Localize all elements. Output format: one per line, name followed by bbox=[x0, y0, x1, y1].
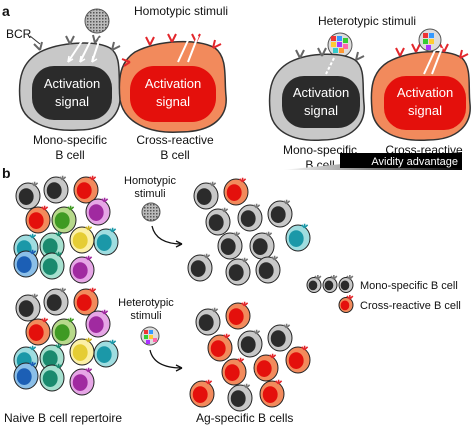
ag-specific-b-cell bbox=[249, 231, 275, 260]
cross-reactive-cell-a1: Activation signal bbox=[118, 33, 227, 133]
naive-b-cell bbox=[15, 181, 41, 210]
activation-signal-text: signal bbox=[156, 94, 190, 109]
legend-mono-swatch bbox=[322, 275, 338, 294]
naive-b-cell bbox=[69, 255, 95, 284]
ag-specific-b-cell bbox=[237, 329, 263, 358]
ag-specific-b-cell bbox=[259, 379, 285, 408]
ag-specific-b-cell bbox=[189, 379, 215, 408]
ag-specific-label: Ag-specific B cells bbox=[196, 411, 293, 425]
heterotypic-stimuli-label: stimuli bbox=[130, 310, 161, 322]
naive-b-cell bbox=[25, 317, 51, 346]
activation-signal-text: signal bbox=[55, 94, 89, 109]
cross-reactive-label-a1: B cell bbox=[160, 148, 189, 162]
ag-specific-b-cell bbox=[225, 301, 251, 330]
ag-specific-b-cell bbox=[195, 307, 221, 336]
naive-b-cell bbox=[43, 175, 69, 204]
mono-specific-cell-a2: Activation signal bbox=[268, 47, 365, 141]
heterotypic-stimuli-label: Heterotypic bbox=[118, 297, 174, 309]
legend-cross-label: Cross-reactive B cell bbox=[360, 300, 461, 312]
ag-specific-b-cell bbox=[193, 181, 219, 210]
ag-specific-b-cell bbox=[227, 383, 253, 412]
legend-mono-swatch bbox=[306, 275, 322, 294]
activation-signal-text: Activation bbox=[145, 76, 201, 91]
activation-signal-text: Activation bbox=[293, 85, 349, 100]
naive-b-cell bbox=[85, 197, 111, 226]
ag-specific-b-cell bbox=[207, 333, 233, 362]
naive-b-cell bbox=[93, 227, 119, 256]
mono-specific-label-a1: B cell bbox=[55, 148, 84, 162]
ag-specific-b-cell bbox=[187, 253, 213, 282]
ag-specific-b-cell bbox=[267, 323, 293, 352]
naive-b-cell bbox=[85, 309, 111, 338]
naive-b-cell bbox=[69, 337, 95, 366]
naive-b-cell bbox=[69, 225, 95, 254]
naive-b-cell bbox=[51, 317, 77, 346]
homotypic-arrow bbox=[151, 225, 183, 245]
ag-specific-b-cell bbox=[217, 231, 243, 260]
homotypic-antigen-icon bbox=[84, 8, 110, 34]
cross-reactive-cell-a2: Activation signal bbox=[370, 28, 471, 141]
activation-signal-text: signal bbox=[304, 103, 338, 118]
legend bbox=[306, 275, 354, 314]
ag-specific-b-cell bbox=[255, 255, 281, 284]
heterotypic-antigen-icon bbox=[327, 32, 353, 58]
bcr-pointer bbox=[29, 35, 41, 45]
ag-specific-b-cell bbox=[267, 199, 293, 228]
homotypic-stimuli-label: Homotypic bbox=[124, 175, 176, 187]
ag-specific-b-cell bbox=[237, 203, 263, 232]
ag-specific-b-cell bbox=[285, 223, 311, 252]
activation-signal-text: Activation bbox=[44, 76, 100, 91]
naive-b-cell bbox=[51, 205, 77, 234]
ag-specific-b-cell bbox=[225, 257, 251, 286]
naive-b-cell bbox=[43, 287, 69, 316]
avidity-label: Avidity advantage bbox=[371, 156, 458, 168]
heterotypic-arrow bbox=[149, 349, 183, 369]
naive-b-cell bbox=[73, 287, 99, 316]
legend-mono-swatch bbox=[338, 275, 354, 294]
homotypic-stimulus-icon bbox=[141, 202, 161, 222]
cross-reactive-label-a1: Cross-reactive bbox=[136, 133, 214, 147]
naive-b-cell bbox=[25, 205, 51, 234]
activation-signal-text: Activation bbox=[397, 85, 453, 100]
ag-specific-b-cell bbox=[221, 357, 247, 386]
panel-a-label: a bbox=[2, 3, 10, 19]
mono-specific-label-a2: Mono-specific bbox=[283, 143, 357, 157]
heterotypic-stimulus-icon bbox=[140, 326, 160, 346]
naive-b-cell bbox=[15, 293, 41, 322]
ag-specific-b-cell bbox=[253, 353, 279, 382]
homotypic-stimuli-label: stimuli bbox=[134, 188, 165, 200]
ag-specific-b-cell bbox=[223, 177, 249, 206]
homotypic-title: Homotypic stimuli bbox=[134, 4, 228, 18]
naive-b-cell bbox=[39, 251, 65, 280]
legend-cross-swatch bbox=[338, 295, 354, 314]
bcr-label: BCR bbox=[6, 27, 32, 41]
activation-signal-text: signal bbox=[408, 103, 442, 118]
naive-b-cell bbox=[69, 367, 95, 396]
ag-specific-b-cell bbox=[285, 345, 311, 374]
legend-mono-label: Mono-specific B cell bbox=[360, 280, 458, 292]
naive-b-cell bbox=[13, 249, 39, 278]
naive-b-cell bbox=[93, 339, 119, 368]
avidity-bar bbox=[340, 153, 462, 168]
heterotypic-title: Heterotypic stimuli bbox=[318, 14, 416, 28]
panel-b-label: b bbox=[2, 165, 11, 181]
mono-specific-label-a1: Mono-specific bbox=[33, 133, 107, 147]
naive-b-cell bbox=[13, 361, 39, 390]
mono-specific-cell-a1: Activation signal bbox=[18, 34, 121, 131]
naive-repertoire-label: Naive B cell repertoire bbox=[4, 411, 122, 425]
naive-b-cell bbox=[73, 175, 99, 204]
cell-groups bbox=[13, 175, 311, 412]
ag-specific-b-cell bbox=[205, 207, 231, 236]
naive-b-cell bbox=[39, 363, 65, 392]
